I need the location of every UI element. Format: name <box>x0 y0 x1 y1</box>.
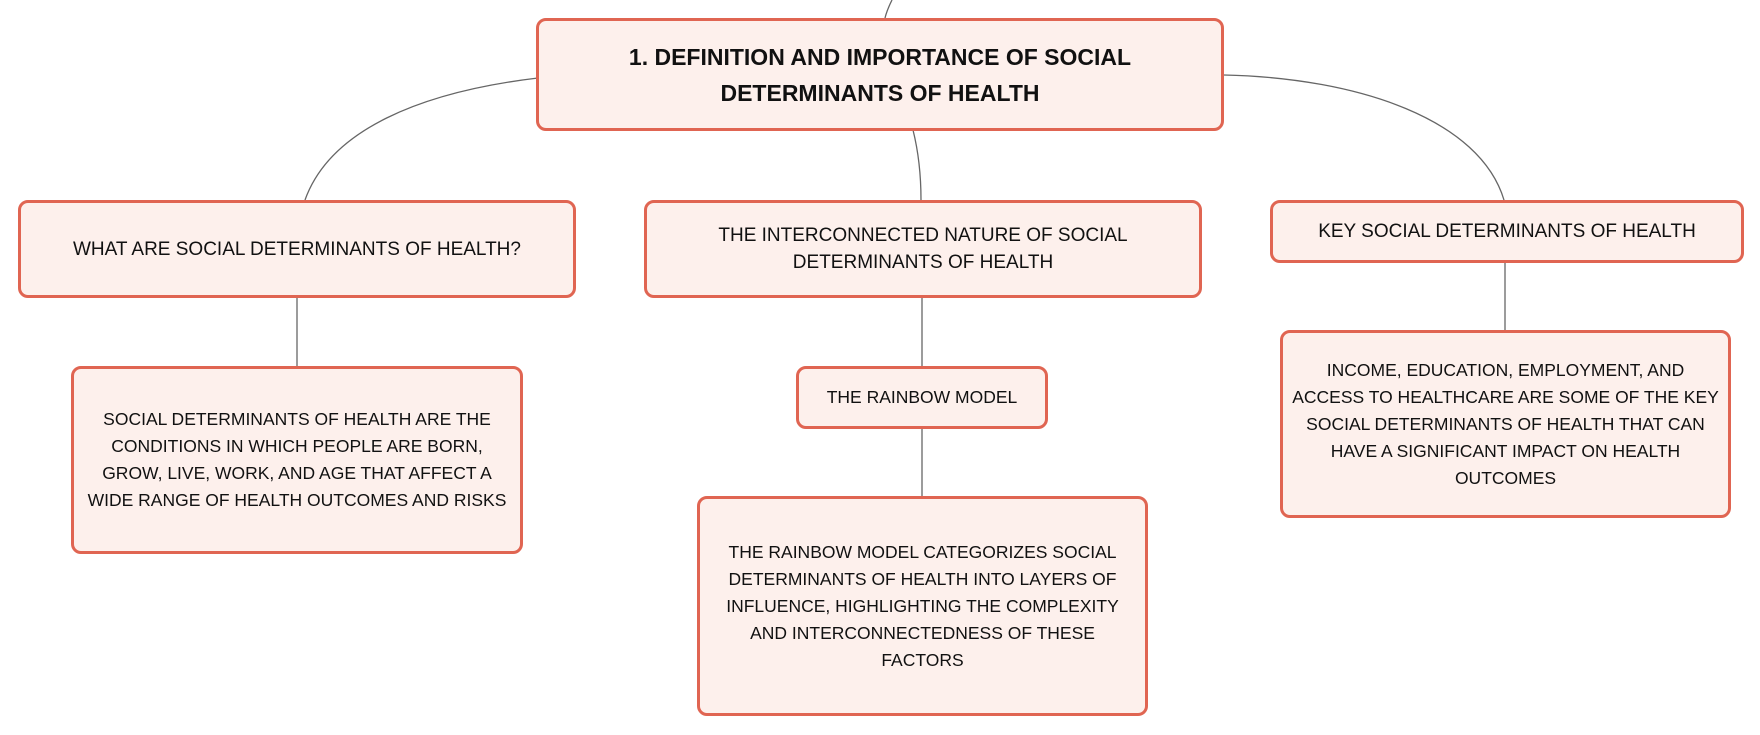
subtopic-label: THE RAINBOW MODEL <box>826 387 1018 407</box>
branch-label: WHAT ARE SOCIAL DETERMINANTS OF HEALTH? <box>73 238 521 260</box>
leaf-sdoh-definition[interactable]: SOCIAL DETERMINANTS OF HEALTH ARE THE CO… <box>71 366 523 554</box>
leaf-label: SOCIAL DETERMINANTS OF HEALTH ARE THE CO… <box>87 409 507 510</box>
connector-root-to-branch-3 <box>1223 74 1505 201</box>
leaf-label: THE RAINBOW MODEL CATEGORIZES SOCIAL DET… <box>726 541 1119 670</box>
branch-label: KEY SOCIAL DETERMINANTS OF HEALTH <box>1318 221 1696 242</box>
subtopic-rainbow-model[interactable]: THE RAINBOW MODEL <box>796 366 1048 429</box>
branch-what-are-sdoh[interactable]: WHAT ARE SOCIAL DETERMINANTS OF HEALTH? <box>18 200 576 298</box>
leaf-label: INCOME, EDUCATION, EMPLOYMENT, AND ACCES… <box>1292 359 1719 488</box>
branch-key-sdoh[interactable]: KEY SOCIAL DETERMINANTS OF HEALTH <box>1270 200 1744 263</box>
root-topic[interactable]: 1. DEFINITION AND IMPORTANCE OF SOCIAL D… <box>536 18 1224 131</box>
leaf-rainbow-model-description[interactable]: THE RAINBOW MODEL CATEGORIZES SOCIAL DET… <box>697 496 1148 716</box>
branch-label: THE INTERCONNECTED NATURE OF SOCIAL DETE… <box>718 225 1128 273</box>
connector-parent-to-root <box>884 0 893 19</box>
branch-interconnected-nature[interactable]: THE INTERCONNECTED NATURE OF SOCIAL DETE… <box>644 200 1202 298</box>
root-topic-label: 1. DEFINITION AND IMPORTANCE OF SOCIAL D… <box>628 43 1132 106</box>
leaf-key-sdoh-list[interactable]: INCOME, EDUCATION, EMPLOYMENT, AND ACCES… <box>1280 330 1731 518</box>
connector-root-to-branch-1 <box>304 77 539 201</box>
connector-root-to-branch-2 <box>912 129 922 201</box>
